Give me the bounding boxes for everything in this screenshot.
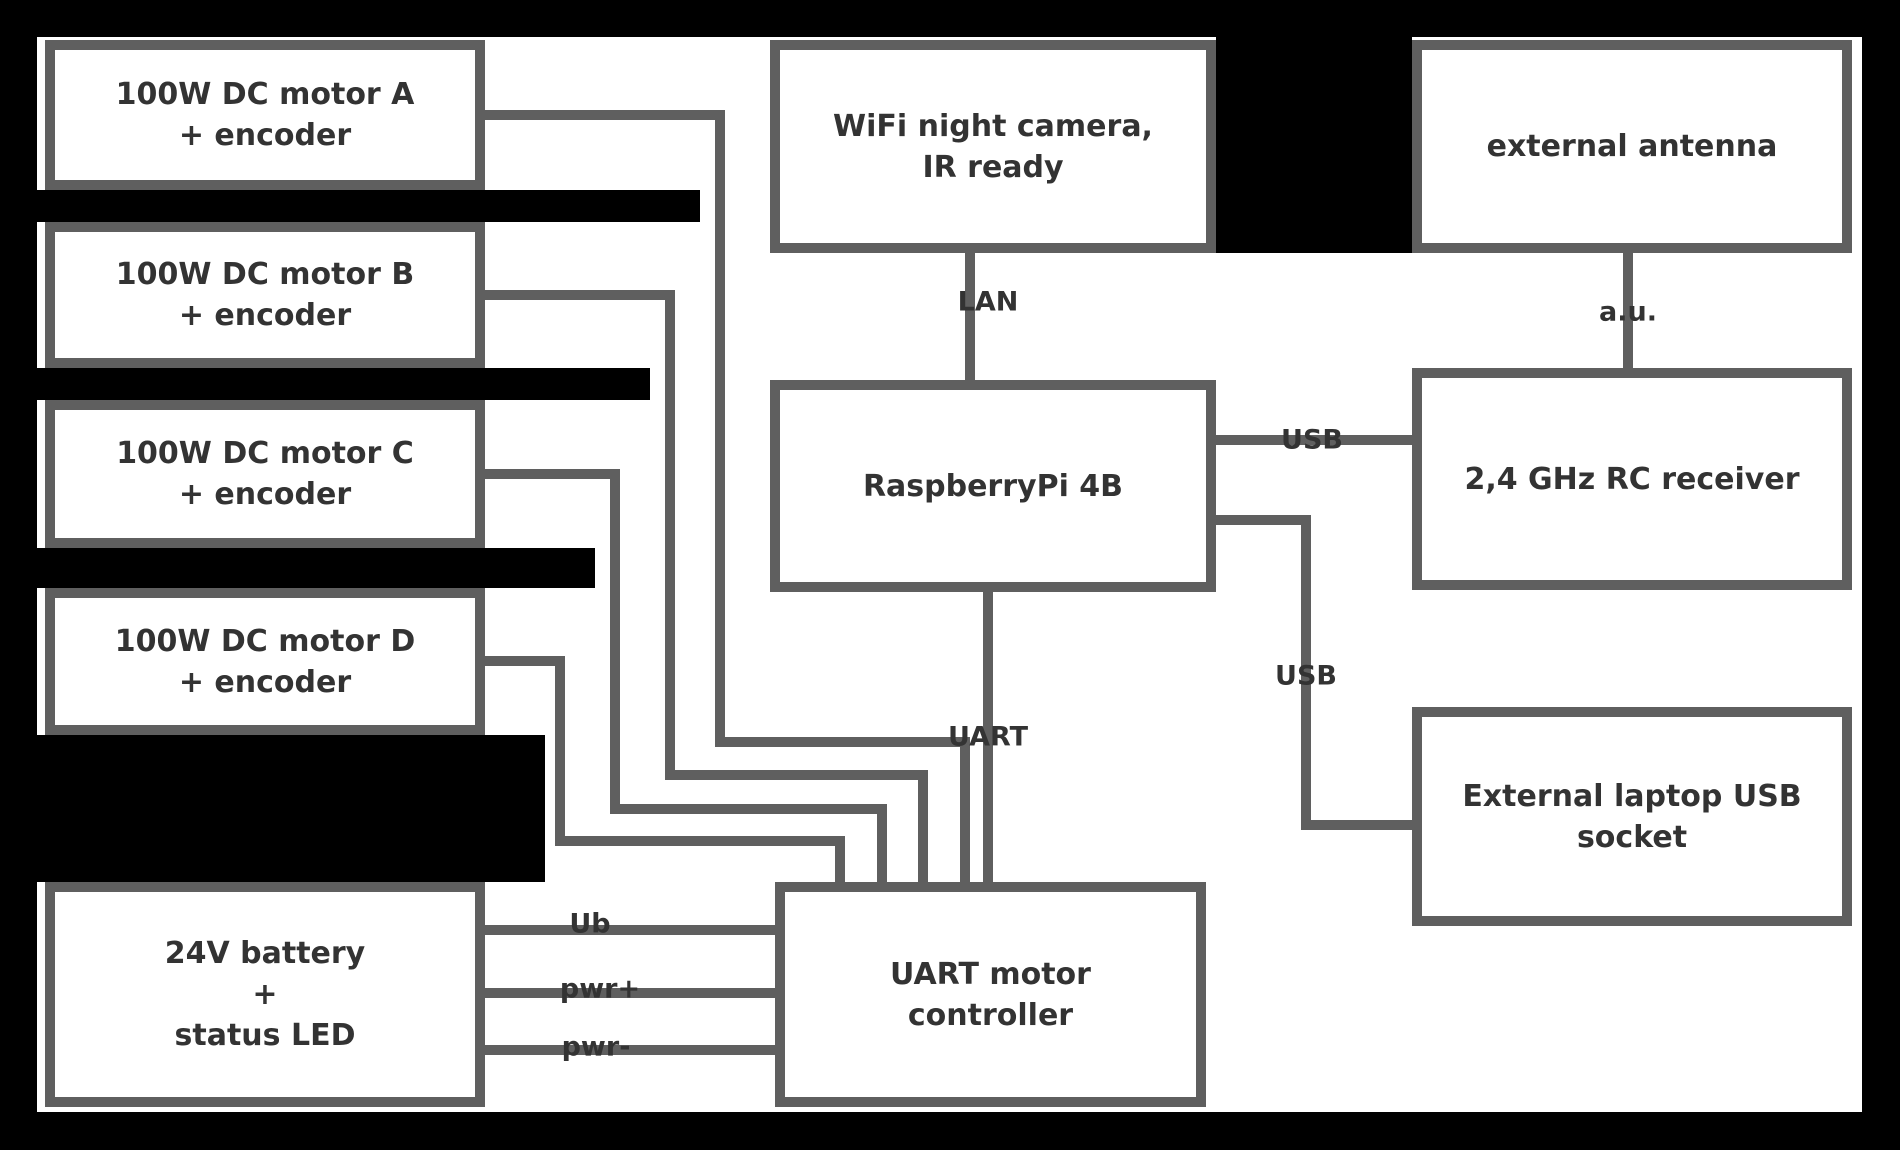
wire-label-antenna-link: a.u. [1599, 296, 1657, 328]
wire-motor-a [715, 737, 970, 747]
node-label: 100W DC motor A [115, 77, 415, 112]
node-label: + encoder [178, 118, 352, 153]
node-label: controller [907, 997, 1074, 1033]
node-motor-controller: UART motor controller [775, 882, 1206, 1107]
node-label: status LED [174, 1018, 356, 1053]
node-label: 100W DC motor D [114, 623, 416, 659]
wire-uart [983, 592, 993, 887]
wire-usb-socket [1301, 820, 1412, 830]
wire-label-camera-link: LAN [957, 286, 1019, 318]
wire-battery-pwr-plus [485, 988, 775, 998]
wire-battery-ub [485, 925, 775, 935]
node-label: External laptop USB [1462, 778, 1802, 814]
wire-camera-rpi [965, 253, 975, 380]
wire-label-battery-pwr-plus: pwr+ [559, 973, 641, 1005]
wire-motor-b [665, 290, 675, 780]
wire-motor-b [485, 290, 675, 300]
node-rc-receiver: 2,4 GHz RC receiver [1412, 368, 1852, 590]
wire-motor-c [877, 804, 887, 887]
node-usb-socket: External laptop USB socket [1412, 707, 1852, 926]
wire-label-usb-socket: USB [1275, 660, 1337, 692]
node-label: + encoder [178, 664, 352, 700]
wire-motor-c [610, 469, 620, 814]
wire-motor-b [918, 770, 928, 887]
wire-label-battery-pwr-minus: pwr- [561, 1031, 631, 1063]
node-label: 2,4 GHz RC receiver [1464, 461, 1800, 497]
wire-label-usb-receiver: USB [1281, 424, 1343, 456]
node-label: 100W DC motor B [115, 257, 415, 292]
node-label: IR ready [922, 149, 1064, 185]
wire-antenna [1623, 253, 1633, 368]
background-patch [1216, 37, 1412, 253]
node-antenna: external antenna [1412, 40, 1852, 253]
wire-battery-pwr-minus [485, 1045, 775, 1055]
node-motor-b: 100W DC motor B + encoder [45, 222, 485, 368]
node-label: 24V battery [164, 936, 366, 971]
wire-motor-d [555, 836, 845, 846]
wire-label-battery-ub: Ub [569, 908, 611, 940]
wire-label-uart: UART [948, 721, 1028, 753]
wire-motor-a [715, 110, 725, 747]
background-patch [37, 368, 650, 400]
node-motor-a: 100W DC motor A + encoder [45, 40, 485, 190]
wire-usb-socket [1216, 515, 1311, 525]
node-label: external antenna [1486, 129, 1778, 164]
wire-motor-d [485, 656, 565, 666]
wire-motor-c [485, 469, 620, 479]
wire-motor-d [835, 836, 845, 887]
background-patch [37, 190, 700, 222]
node-label: + encoder [178, 298, 352, 333]
wire-motor-b [665, 770, 928, 780]
wire-motor-d [555, 656, 565, 846]
node-label: RaspberryPi 4B [862, 468, 1124, 504]
node-label: UART motor [890, 956, 1091, 992]
wire-usb-receiver [1216, 435, 1412, 445]
node-label: socket [1576, 819, 1688, 855]
node-raspberry-pi: RaspberryPi 4B [770, 380, 1216, 592]
node-motor-c: 100W DC motor C + encoder [45, 400, 485, 548]
node-battery: 24V battery + status LED [45, 882, 485, 1107]
node-label: 100W DC motor C [116, 436, 414, 471]
node-wifi-camera: WiFi night camera, IR ready [770, 40, 1216, 253]
node-label: + encoder [178, 477, 352, 512]
wire-usb-socket [1301, 515, 1311, 830]
background-patch [37, 548, 595, 588]
node-label: + [252, 977, 278, 1012]
wire-motor-c [610, 804, 887, 814]
node-label: WiFi night camera, [833, 108, 1153, 144]
node-motor-d: 100W DC motor D + encoder [45, 588, 485, 735]
background-patch [37, 735, 545, 882]
wire-motor-a [960, 737, 970, 887]
wire-motor-a [485, 110, 725, 120]
